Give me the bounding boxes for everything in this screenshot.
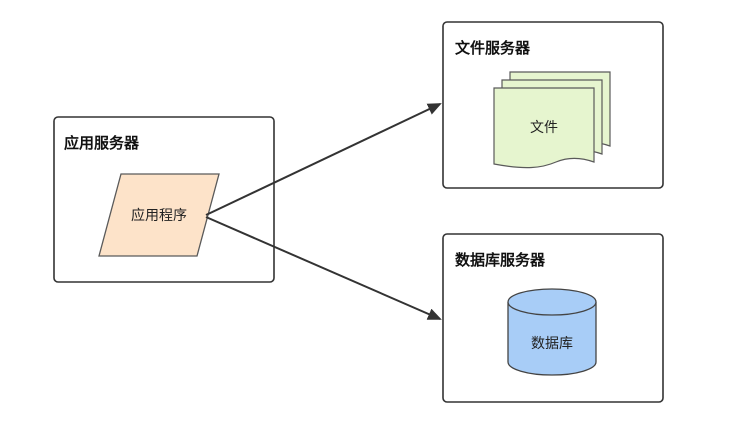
file-server-box: 文件服务器 文件 xyxy=(442,21,664,189)
app-server-box: 应用服务器 应用程序 xyxy=(53,116,275,283)
database-cylinder-shape xyxy=(507,288,597,376)
arrow-to-file-server xyxy=(205,103,442,216)
file-server-title: 文件服务器 xyxy=(455,39,531,57)
documents-label: 文件 xyxy=(530,120,558,136)
app-program-shape xyxy=(98,173,220,257)
app-program-label: 应用程序 xyxy=(131,207,187,224)
app-server-title: 应用服务器 xyxy=(64,134,140,152)
database-server-title: 数据库服务器 xyxy=(455,251,546,269)
database-label: 数据库 xyxy=(531,336,573,352)
arrow-to-database-server xyxy=(205,216,442,320)
database-server-box: 数据库服务器 数据库 xyxy=(442,233,664,403)
documents-shape xyxy=(493,71,611,169)
